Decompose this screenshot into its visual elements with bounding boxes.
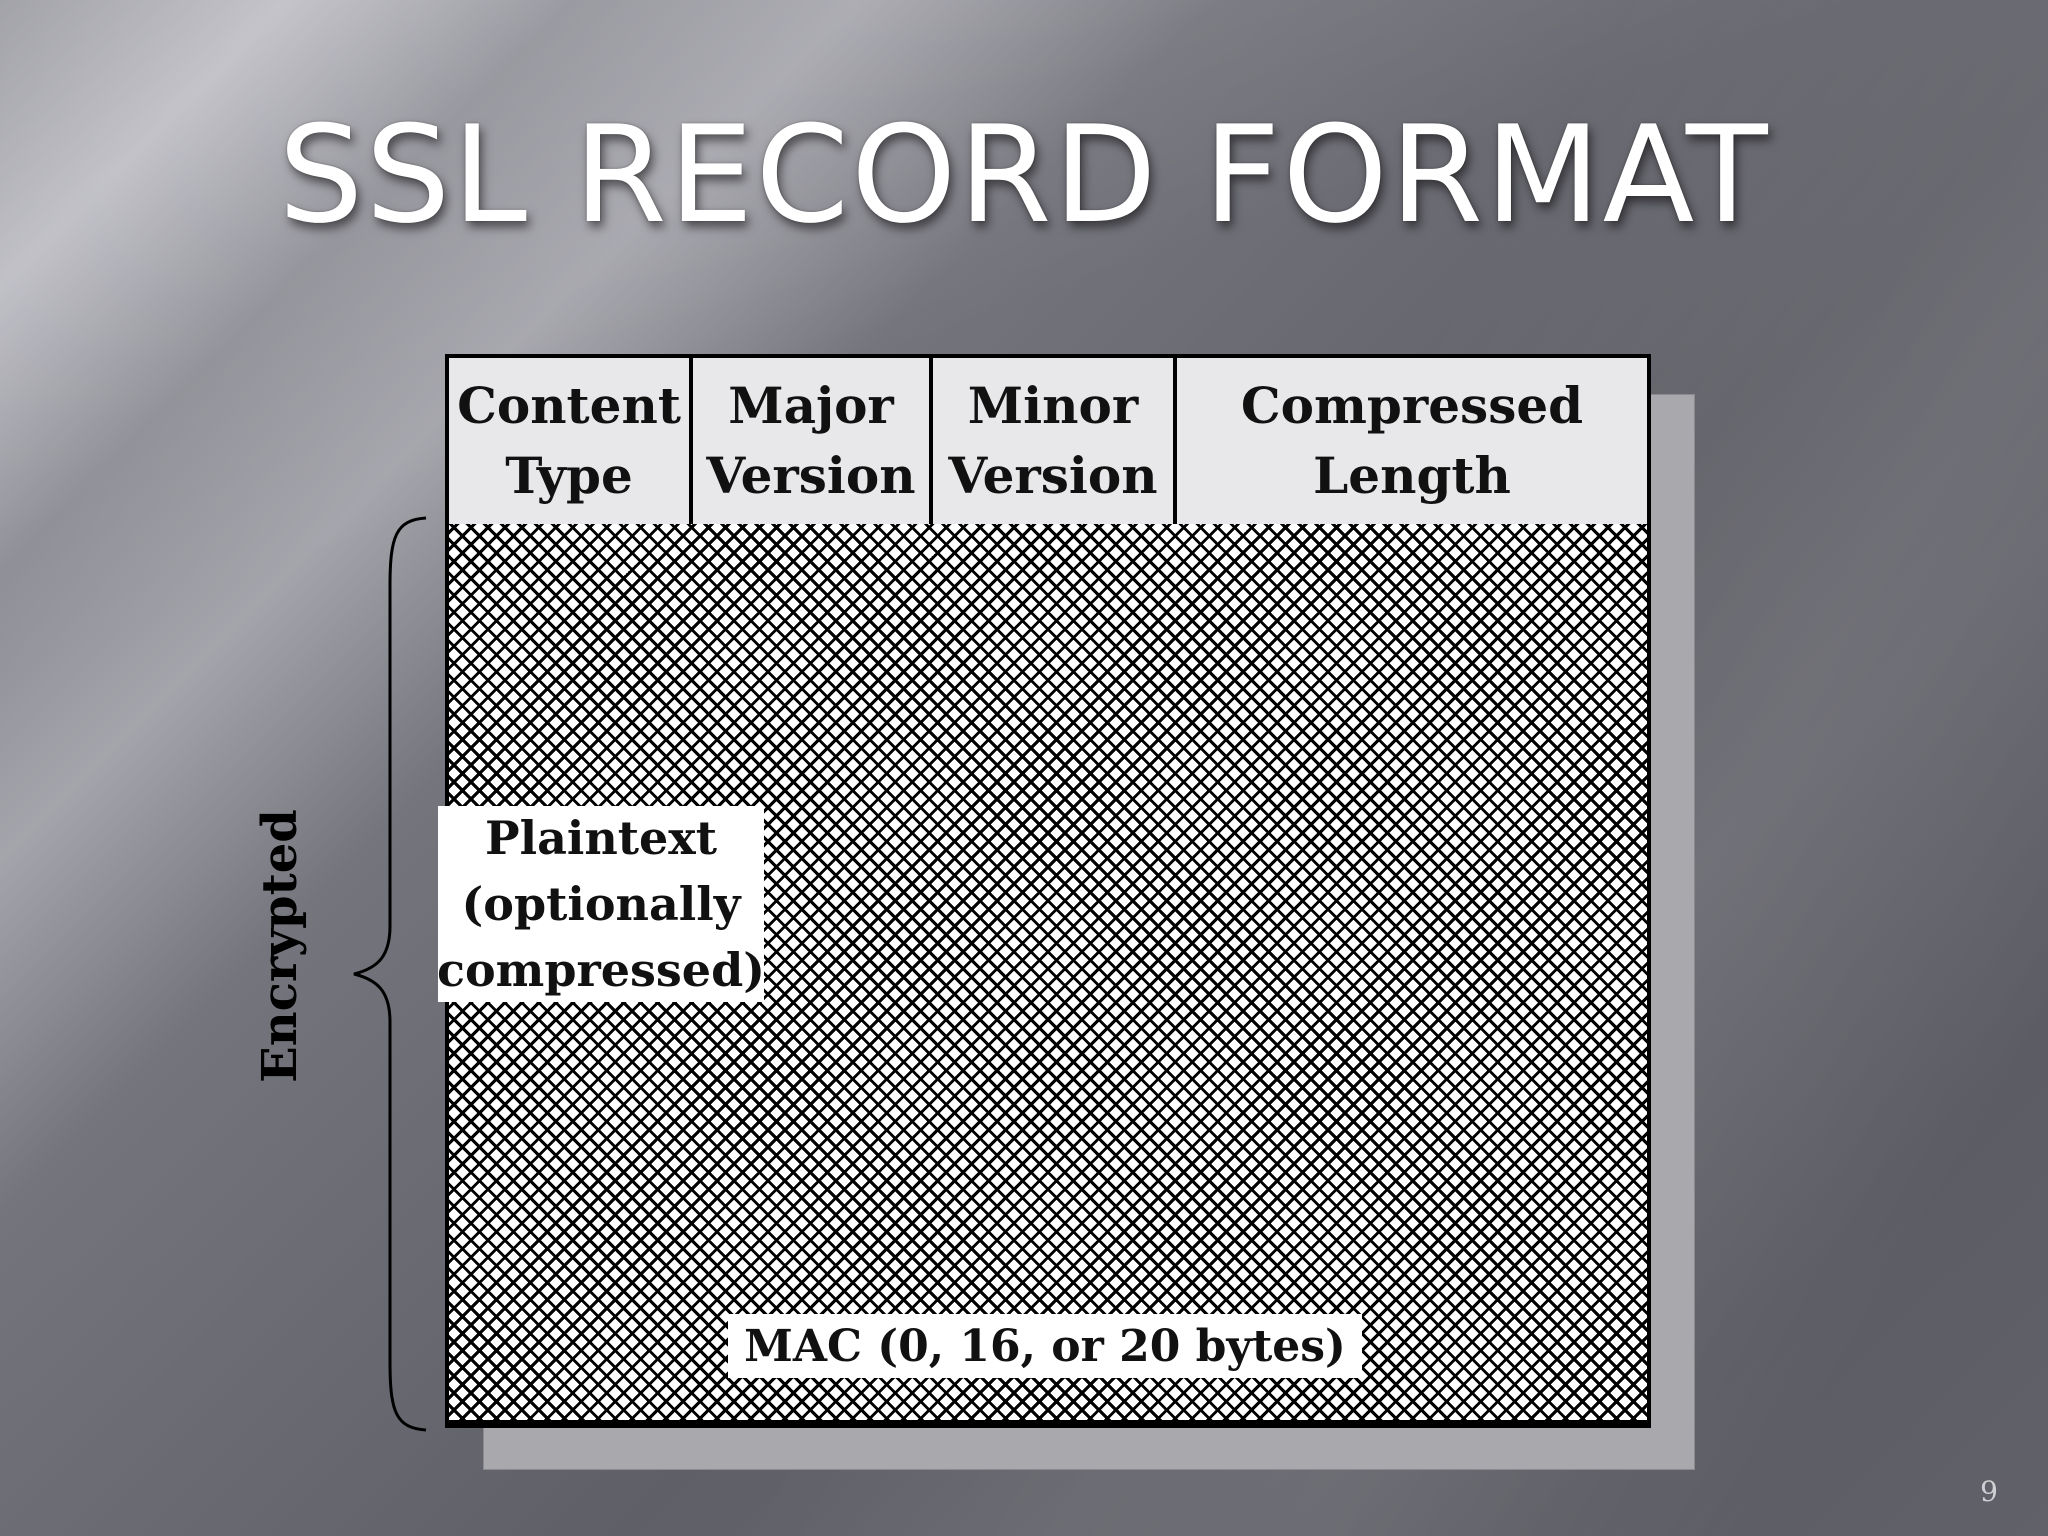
header-fields-row: Content Type Major Version Minor Version…	[449, 358, 1647, 528]
plaintext-label: Plaintext (optionally compressed)	[437, 806, 765, 1002]
encrypted-brace-icon	[353, 516, 427, 1432]
field-major-version: Major Version	[693, 358, 933, 524]
field-minor-version: Minor Version	[933, 358, 1177, 524]
field-compressed-length: Compressed Length	[1177, 358, 1647, 524]
slide-title: SSL RECORD FORMAT	[278, 97, 1770, 253]
mac-label: MAC (0, 16, or 20 bytes)	[728, 1314, 1362, 1378]
field-content-type: Content Type	[449, 358, 693, 524]
mac-divider-line	[449, 1420, 1647, 1425]
slide-number: 9	[1980, 1475, 1998, 1508]
encrypted-label: Encrypted	[252, 809, 308, 1083]
